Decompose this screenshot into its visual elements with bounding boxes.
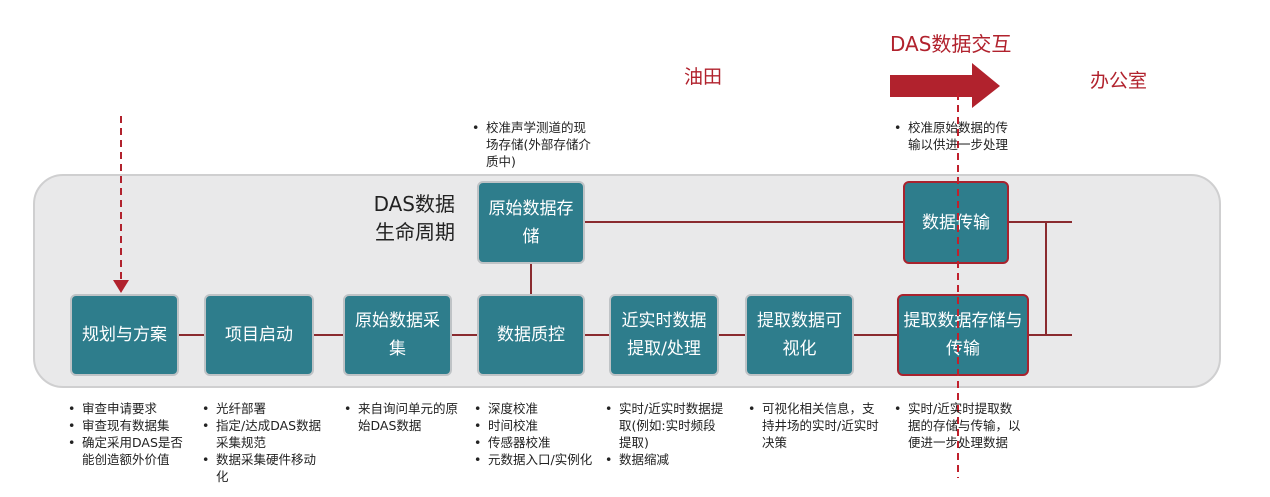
note-kickoff: 光纤部署 指定/达成DAS数据采集规范 数据采集硬件移动化 xyxy=(200,400,328,485)
box-qc: 数据质控 xyxy=(477,294,585,376)
note-item: 校准声学测道的现场存储(外部存储介质中) xyxy=(470,119,598,170)
box-near-realtime: 近实时数据提取/处理 xyxy=(609,294,719,376)
das-exchange-label: DAS数据交互 xyxy=(890,32,1012,56)
note-raw-store: 校准声学测道的现场存储(外部存储介质中) xyxy=(470,119,598,170)
note-store-transfer: 实时/近实时提取数据的存储与传输，以便进一步处理数据 xyxy=(892,400,1022,451)
note-qc: 深度校准 时间校准 传感器校准 元数据入口/实例化 xyxy=(472,400,594,468)
lifecycle-title-line2: 生命周期 xyxy=(375,220,455,244)
note-item: 深度校准 xyxy=(472,400,594,417)
note-item: 数据采集硬件移动化 xyxy=(200,451,328,485)
note-item: 可视化相关信息，支持井场的实时/近实时决策 xyxy=(746,400,884,451)
note-item: 光纤部署 xyxy=(200,400,328,417)
note-item: 元数据入口/实例化 xyxy=(472,451,594,468)
note-visualize: 可视化相关信息，支持井场的实时/近实时决策 xyxy=(746,400,884,451)
note-item: 校准原始数据的传输以供进一步处理 xyxy=(892,119,1014,153)
note-item: 传感器校准 xyxy=(472,434,594,451)
note-item: 审查现有数据集 xyxy=(66,417,194,434)
lifecycle-title: DAS数据 生命周期 xyxy=(355,190,455,246)
note-raw-collect: 来自询问单元的原始DAS数据 xyxy=(342,400,460,434)
box-raw-store: 原始数据存储 xyxy=(477,181,585,264)
note-item: 实时/近实时数据提取(例如:实时频段提取) xyxy=(603,400,727,451)
note-item: 数据缩减 xyxy=(603,451,727,468)
exchange-arrow-icon xyxy=(890,63,1000,108)
office-label: 办公室 xyxy=(1090,70,1148,92)
note-item: 来自询问单元的原始DAS数据 xyxy=(342,400,460,434)
lifecycle-title-line1: DAS数据 xyxy=(373,192,455,216)
note-planning: 审查申请要求 审查现有数据集 确定采用DAS是否能创造额外价值 xyxy=(66,400,194,468)
note-item: 时间校准 xyxy=(472,417,594,434)
note-item: 审查申请要求 xyxy=(66,400,194,417)
oilfield-label: 油田 xyxy=(684,66,723,88)
box-raw-collect: 原始数据采集 xyxy=(343,294,452,376)
box-planning: 规划与方案 xyxy=(70,294,179,376)
note-item: 确定采用DAS是否能创造额外价值 xyxy=(66,434,194,468)
box-kickoff: 项目启动 xyxy=(204,294,314,376)
note-item: 指定/达成DAS数据采集规范 xyxy=(200,417,328,451)
arrowhead-planning-icon xyxy=(113,280,129,293)
box-store-transfer: 提取数据存储与传输 xyxy=(897,294,1029,376)
box-visualize: 提取数据可视化 xyxy=(745,294,854,376)
note-near-realtime: 实时/近实时数据提取(例如:实时频段提取) 数据缩减 xyxy=(603,400,727,468)
note-item: 实时/近实时提取数据的存储与传输，以便进一步处理数据 xyxy=(892,400,1022,451)
note-transfer: 校准原始数据的传输以供进一步处理 xyxy=(892,119,1014,153)
box-transfer: 数据传输 xyxy=(903,181,1009,264)
